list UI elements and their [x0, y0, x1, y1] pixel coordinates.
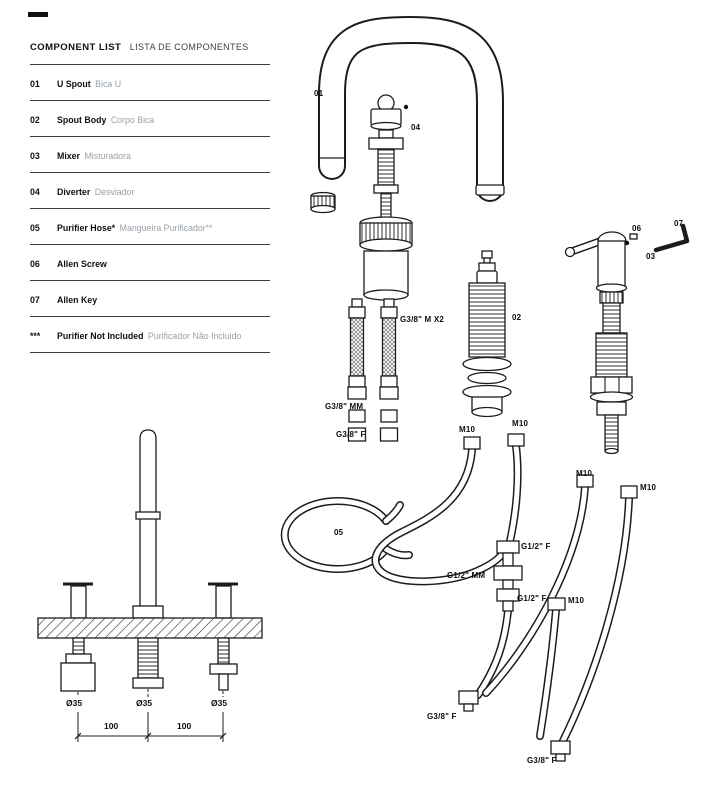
label-g38-f: G3/8" F: [336, 430, 366, 439]
label-part-02: 02: [512, 313, 522, 322]
label-g38-f-bottom-1: G3/8" F: [427, 712, 457, 721]
component-name: Allen Key: [57, 290, 97, 308]
dimension-diameter-left: Ø35: [66, 698, 83, 708]
component-number: 07: [30, 295, 40, 305]
component-name-pt: Mangueira Purificador**: [119, 223, 213, 233]
component-number: 06: [30, 259, 40, 269]
dimension-spacing-left: 100: [104, 721, 119, 731]
component-name: Spout Body Corpo Bica: [57, 110, 154, 128]
component-name-en: Diverter: [57, 187, 91, 197]
component-row-06: 06 Allen Screw: [30, 245, 270, 281]
component-row-07: 07 Allen Key: [30, 281, 270, 317]
dimension-spacing-right: 100: [177, 721, 192, 731]
label-g38-f-bottom-2: G3/8" F: [527, 756, 557, 765]
spout-body-drawing: [462, 250, 512, 418]
component-number: 02: [30, 115, 40, 125]
label-g12-mm: G1/2" MM: [447, 571, 486, 580]
label-g12-f-b: G1/2" F: [517, 594, 547, 603]
label-part-07: 07: [674, 219, 684, 228]
component-name-pt: Bica U: [95, 79, 122, 89]
allen-key-drawing: [653, 223, 690, 253]
purifier-hose-coil-drawing: [280, 497, 413, 573]
label-g38-m-x2: G3/8" M X2: [400, 315, 445, 324]
component-name-en: Allen Screw: [57, 259, 107, 269]
component-row-01: 01 U Spout Bica U: [30, 65, 270, 101]
label-m10-c: M10: [568, 596, 585, 605]
component-list-title-en: COMPONENT LIST: [30, 42, 122, 53]
component-name: Purifier Hose* Mangueira Purificador**: [57, 218, 213, 236]
corner-registration-mark: [28, 12, 48, 17]
label-m10-b: M10: [512, 419, 529, 428]
dimension-diameter-right: Ø35: [211, 698, 228, 708]
component-row-note: *** Purifier Not Included Purificador Nã…: [30, 317, 270, 353]
mixer-drawing: [564, 231, 634, 455]
installation-drawing: [37, 429, 263, 742]
component-row-02: 02 Spout Body Corpo Bica: [30, 101, 270, 137]
leader-dots: [403, 104, 409, 110]
label-g38-mm: G3/8" MM: [325, 402, 364, 411]
component-name-pt: Corpo Bica: [110, 115, 155, 125]
label-m10-d: M10: [576, 469, 593, 478]
component-number: 03: [30, 151, 40, 161]
label-m10-a: M10: [459, 425, 476, 434]
label-part-04: 04: [411, 123, 421, 132]
component-row-04: 04 Diverter Desviador: [30, 173, 270, 209]
component-number: 05: [30, 223, 40, 233]
component-name: U Spout Bica U: [57, 74, 121, 92]
component-name: Purifier Not Included Purificador Não In…: [57, 326, 241, 344]
component-name-en: Mixer: [57, 151, 80, 161]
label-part-06: 06: [632, 224, 642, 233]
hose-fittings-drawing: [458, 433, 638, 762]
component-number: ***: [30, 331, 41, 341]
label-part-05: 05: [334, 528, 344, 537]
component-name-pt: Purificador Não Incluido: [147, 331, 242, 341]
aerator-drawing: [310, 191, 336, 214]
component-name-en: Allen Key: [57, 295, 98, 305]
label-g12-f-a: G1/2" F: [521, 542, 551, 551]
component-name-en: Purifier Hose*: [57, 223, 116, 233]
diverter-stack-drawing: [359, 94, 413, 301]
component-number: 04: [30, 187, 40, 197]
braided-hoses-drawing: [347, 298, 399, 442]
component-number: 01: [30, 79, 40, 89]
component-name-pt: Desviador: [94, 187, 135, 197]
component-name-en: U Spout: [57, 79, 91, 89]
component-list-header: COMPONENT LIST LISTA DE COMPONENTES: [30, 30, 270, 65]
component-list-title-pt: LISTA DE COMPONENTES: [129, 42, 249, 52]
component-name: Diverter Desviador: [57, 182, 134, 200]
component-list: COMPONENT LIST LISTA DE COMPONENTES 01 U…: [30, 30, 270, 353]
u-spout-drawing: [318, 15, 505, 202]
dimension-diameter-center: Ø35: [136, 698, 153, 708]
component-name: Mixer Misturadora: [57, 146, 131, 164]
component-name-en: Spout Body: [57, 115, 107, 125]
component-row-05: 05 Purifier Hose* Mangueira Purificador*…: [30, 209, 270, 245]
component-row-03: 03 Mixer Misturadora: [30, 137, 270, 173]
component-name: Allen Screw: [57, 254, 107, 272]
label-m10-e: M10: [640, 483, 657, 492]
component-name-en: Purifier Not Included: [57, 331, 144, 341]
label-part-03: 03: [646, 252, 656, 261]
allen-screw-drawing: [624, 233, 638, 246]
component-name-pt: Misturadora: [84, 151, 131, 161]
label-part-01: 01: [314, 89, 324, 98]
